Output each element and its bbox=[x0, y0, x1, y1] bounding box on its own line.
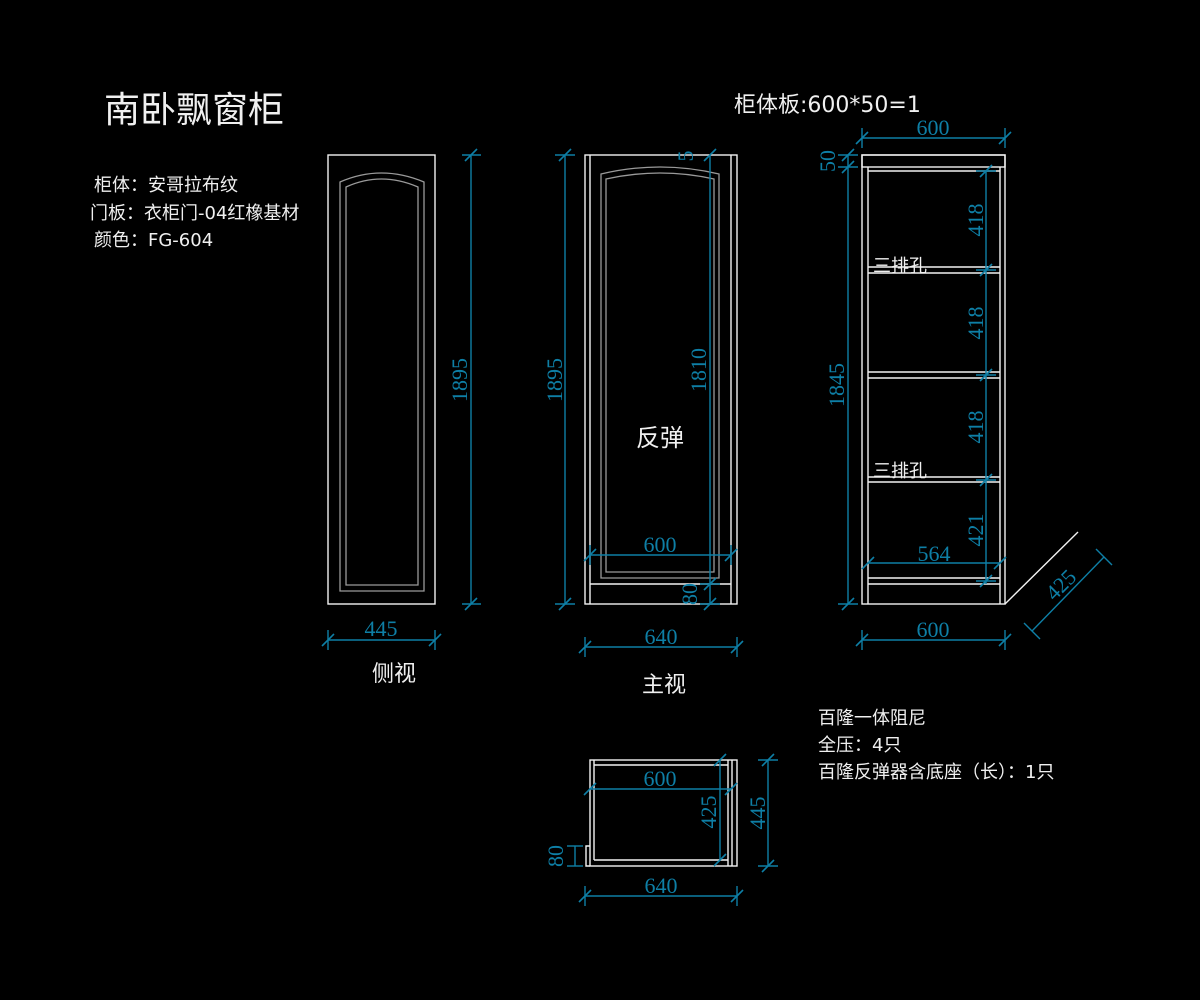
door-panel-inner bbox=[605, 172, 715, 573]
door-panel-outer bbox=[600, 166, 720, 579]
door-label: 反弹 bbox=[636, 424, 684, 452]
depth-dim: 425 bbox=[1040, 564, 1081, 605]
kick-dim: 80 bbox=[677, 583, 702, 605]
top-width-dim: 600 bbox=[917, 115, 950, 140]
side-view: 1895 445 侧视 bbox=[321, 148, 481, 687]
spec-color: 颜色：FG-604 bbox=[94, 230, 213, 251]
hardware-note-2: 全压：4只 bbox=[818, 735, 901, 756]
spec-door-panel: 门板：衣柜门-04红橡基材 bbox=[90, 203, 299, 224]
door-height-dim: 1810 bbox=[686, 348, 711, 392]
side-panel-inner bbox=[345, 178, 419, 586]
top-thickness-dim: 50 bbox=[815, 150, 840, 172]
hardware-note-3: 百隆反弹器含底座（长）：1只 bbox=[818, 762, 1054, 783]
side-height-dim: 1895 bbox=[447, 358, 472, 402]
shelf-note-2: 三排孔 bbox=[873, 461, 927, 482]
front-view-label: 主视 bbox=[642, 673, 686, 698]
top-gap-dim: 5 bbox=[673, 151, 698, 162]
bay-2-dim: 418 bbox=[963, 307, 988, 340]
plan-inner-depth-dim: 425 bbox=[696, 796, 721, 829]
bay-1-dim: 418 bbox=[963, 204, 988, 237]
interior-outline bbox=[861, 154, 1006, 605]
front-view: 反弹 1895 1810 5 80 600 640 主视 bbox=[542, 148, 744, 698]
top-panel bbox=[861, 154, 1006, 168]
inner-width-dim: 564 bbox=[918, 541, 951, 566]
bay-4-dim: 421 bbox=[963, 514, 988, 547]
side-outline bbox=[327, 154, 436, 605]
bay-3-dim: 418 bbox=[963, 411, 988, 444]
plan-kick-dim: 80 bbox=[543, 845, 568, 867]
depth-line bbox=[1004, 531, 1079, 605]
drawing-title: 南卧飘窗柜 bbox=[104, 90, 284, 131]
front-outline bbox=[584, 154, 738, 605]
plan-outline bbox=[589, 759, 738, 867]
plan-width-dim: 640 bbox=[645, 873, 678, 898]
front-width-dim: 640 bbox=[645, 624, 678, 649]
bottom-width-dim: 600 bbox=[917, 617, 950, 642]
side-width-dim: 445 bbox=[365, 616, 398, 641]
interior-height-dim: 1845 bbox=[824, 363, 849, 407]
panel-note: 柜体板:600*50=1 bbox=[734, 93, 921, 118]
side-view-label: 侧视 bbox=[372, 662, 416, 687]
plan-view: 600 425 445 80 640 bbox=[543, 753, 778, 906]
interior-view: 三排孔 三排孔 600 50 1845 418 418 418 421 564 bbox=[815, 115, 1113, 650]
shelf-note-1: 三排孔 bbox=[873, 256, 927, 277]
plan-inner-width-dim: 600 bbox=[644, 766, 677, 791]
spec-cabinet-body: 柜体：安哥拉布纹 bbox=[94, 175, 238, 196]
plan-outer-depth-dim: 445 bbox=[745, 797, 770, 830]
door-width-dim: 600 bbox=[644, 532, 677, 557]
side-panel-outer bbox=[339, 172, 425, 592]
hardware-note-1: 百隆一体阻尼 bbox=[818, 708, 926, 729]
kick-return bbox=[585, 845, 590, 867]
front-height-dim: 1895 bbox=[542, 358, 567, 402]
